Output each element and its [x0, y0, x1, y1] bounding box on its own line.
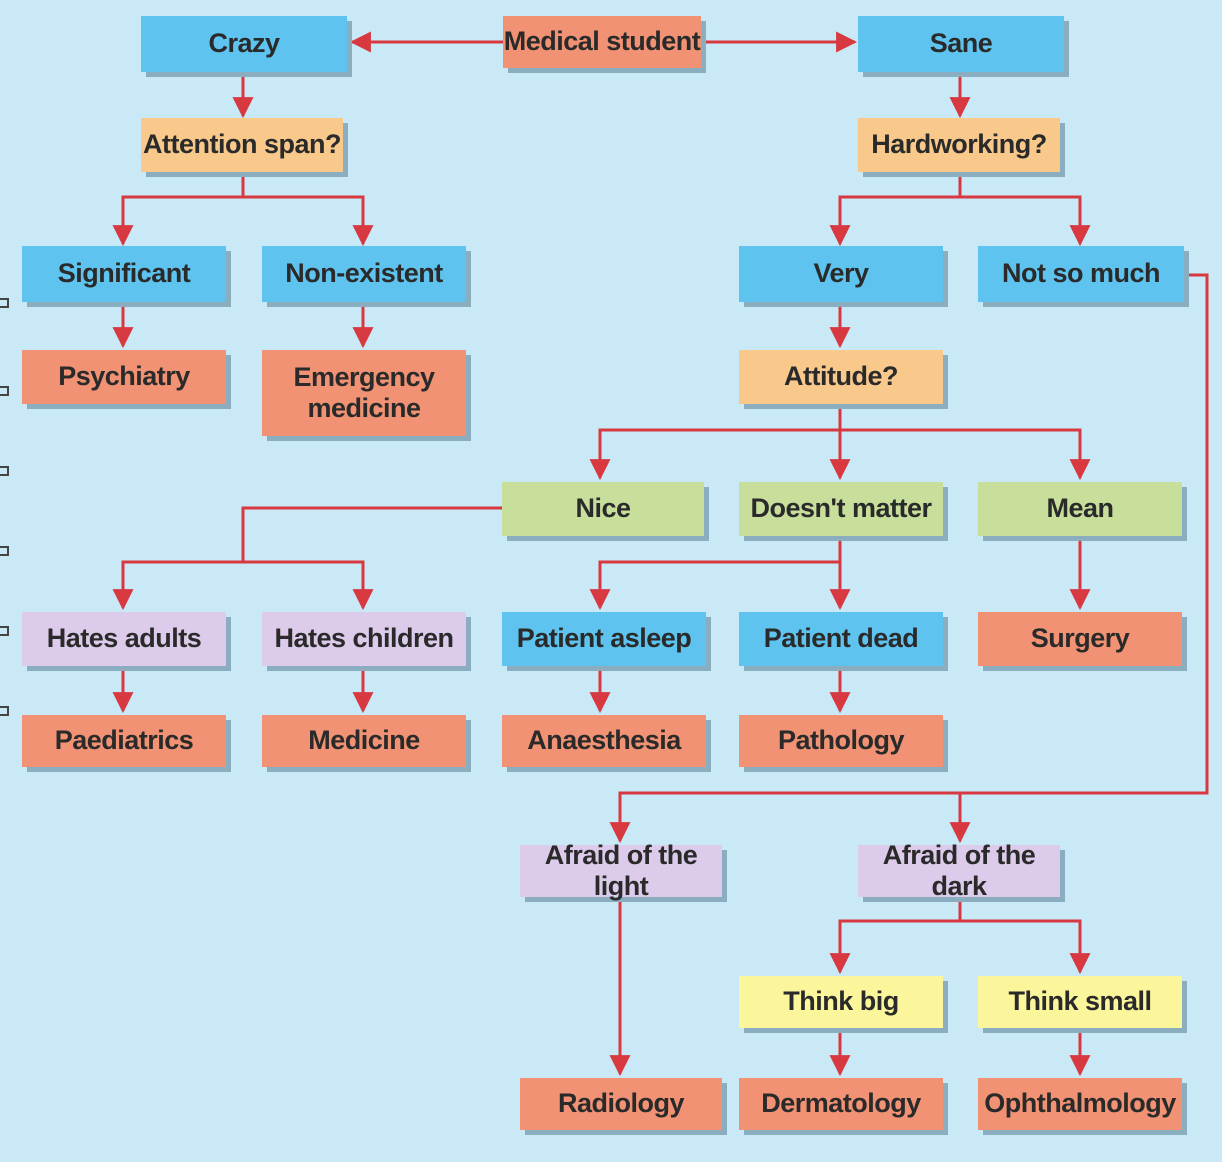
node-paediatrics-label: Paediatrics: [54, 725, 194, 756]
node-hates-adults-label: Hates adults: [46, 623, 202, 654]
node-sane: Sane: [858, 16, 1064, 72]
node-medical-student: Medical student: [503, 16, 701, 68]
node-afraid-of-the-dark-label: Afraid of the dark: [882, 839, 1036, 901]
node-patient-dead-label: Patient dead: [763, 623, 919, 654]
node-sane-label: Sane: [929, 28, 993, 59]
node-surgery-label: Surgery: [1030, 623, 1130, 654]
node-significant-label: Significant: [57, 258, 191, 289]
node-patient-asleep: Patient asleep: [502, 612, 706, 666]
node-paediatrics: Paediatrics: [22, 715, 226, 767]
node-doesnt-matter-label: Doesn't matter: [750, 493, 932, 524]
node-afraid-of-the-dark: Afraid of the dark: [858, 840, 1060, 901]
node-attitude-label: Attitude?: [784, 361, 898, 392]
node-radiology: Radiology: [520, 1078, 722, 1130]
node-non-existent-label: Non-existent: [285, 258, 443, 289]
node-doesnt-matter: Doesn't matter: [739, 482, 943, 536]
node-pathology-label: Pathology: [777, 725, 905, 756]
node-hardworking: Hardworking?: [858, 118, 1060, 172]
node-anaesthesia: Anaesthesia: [502, 715, 706, 767]
node-surgery: Surgery: [978, 612, 1182, 666]
node-attention-span: Attention span?: [141, 118, 343, 172]
node-medicine-label: Medicine: [308, 725, 420, 756]
node-dermatology-label: Dermatology: [761, 1088, 921, 1119]
node-patient-asleep-label: Patient asleep: [516, 623, 692, 654]
node-psychiatry: Psychiatry: [22, 350, 226, 404]
node-crazy-label: Crazy: [208, 28, 280, 59]
node-nice-label: Nice: [575, 493, 631, 524]
node-think-small-label: Think small: [1008, 986, 1152, 1017]
node-radiology-label: Radiology: [557, 1088, 685, 1119]
node-think-big: Think big: [739, 976, 943, 1028]
node-mean: Mean: [978, 482, 1182, 536]
node-emergency-medicine-line1: Emergency: [293, 361, 435, 392]
node-crazy: Crazy: [141, 16, 347, 72]
node-anaesthesia-label: Anaesthesia: [527, 725, 681, 756]
node-significant: Significant: [22, 246, 226, 302]
node-think-small: Think small: [978, 976, 1182, 1028]
node-medical-student-label: Medical student: [503, 26, 701, 57]
node-psychiatry-label: Psychiatry: [58, 361, 190, 392]
node-mean-label: Mean: [1046, 493, 1114, 524]
node-hates-children-label: Hates children: [274, 623, 454, 654]
node-emergency-medicine: Emergency medicine: [262, 350, 466, 436]
cropped-sidebar-fragment: [0, 16, 12, 716]
node-afraid-of-the-light: Afraid of the light: [520, 840, 722, 901]
node-patient-dead: Patient dead: [739, 612, 943, 666]
node-dermatology: Dermatology: [739, 1078, 943, 1130]
node-ophthalmology-label: Ophthalmology: [984, 1088, 1176, 1119]
node-not-so-much-label: Not so much: [1001, 258, 1161, 289]
node-afraid-of-the-light-label: Afraid of the light: [544, 839, 698, 901]
node-hates-children: Hates children: [262, 612, 466, 666]
node-hates-adults: Hates adults: [22, 612, 226, 666]
node-emergency-medicine-line2: medicine: [307, 393, 421, 423]
node-nice: Nice: [502, 482, 704, 536]
node-think-big-label: Think big: [783, 986, 899, 1017]
node-hardworking-label: Hardworking?: [871, 129, 1047, 160]
node-ophthalmology: Ophthalmology: [978, 1078, 1182, 1130]
node-not-so-much: Not so much: [978, 246, 1184, 302]
node-very-label: Very: [813, 258, 869, 289]
node-attention-span-label: Attention span?: [143, 129, 341, 160]
node-very: Very: [739, 246, 943, 302]
node-attitude: Attitude?: [739, 350, 943, 404]
node-non-existent: Non-existent: [262, 246, 466, 302]
node-pathology: Pathology: [739, 715, 943, 767]
node-medicine: Medicine: [262, 715, 466, 767]
